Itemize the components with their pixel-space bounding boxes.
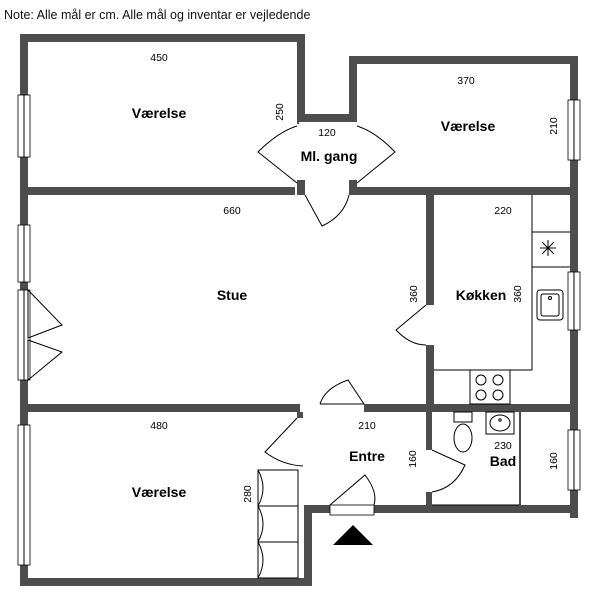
- room-label: Entre: [349, 448, 385, 464]
- room-label: Værelse: [132, 105, 187, 121]
- dimension-label: 360: [408, 285, 420, 303]
- dimension-label: 230: [494, 440, 512, 452]
- door-swing-icon: [304, 194, 350, 227]
- dimension-label: 360: [512, 285, 524, 303]
- window-icon: [567, 271, 581, 331]
- dimension-label: 210: [358, 420, 376, 432]
- door-swing-icon: [319, 379, 365, 405]
- plan-note: Note: Alle mål er cm. Alle mål og invent…: [4, 8, 311, 22]
- door-swing-icon: [257, 125, 396, 184]
- walls: [20, 34, 578, 586]
- door-swing-icon: [264, 417, 304, 467]
- room-label: Værelse: [132, 484, 187, 500]
- room-label: Bad: [490, 453, 516, 469]
- window-icon: [567, 99, 581, 161]
- washbasin-icon: [485, 411, 515, 435]
- dimension-label: 220: [494, 205, 512, 217]
- dimension-label: 160: [548, 452, 560, 470]
- window-icon: [17, 224, 31, 283]
- dimension-label: 280: [242, 485, 254, 503]
- room-label: Stue: [217, 287, 248, 303]
- entrance-arrow-icon: [333, 525, 373, 545]
- window-icon: [567, 429, 581, 491]
- kitchen-counter: [434, 195, 570, 371]
- wardrobe: [257, 469, 299, 579]
- room-labels: Værelse Ml. gang Værelse Stue Køkken Vær…: [132, 105, 516, 500]
- doors: [27, 125, 466, 516]
- fixtures: [257, 195, 570, 579]
- window-icon: [17, 94, 31, 158]
- door-swing-icon: [329, 474, 376, 516]
- door-swing-icon: [395, 304, 427, 346]
- room-label: Køkken: [456, 287, 507, 303]
- dimension-label: 480: [150, 420, 168, 432]
- door-swing-icon: [27, 288, 64, 382]
- dimension-label: 210: [548, 117, 560, 135]
- dimension-label: 160: [407, 450, 419, 468]
- dimension-label: 370: [457, 75, 475, 87]
- room-label: Ml. gang: [301, 148, 358, 164]
- window-icon: [17, 289, 31, 381]
- toilet-icon: [453, 411, 473, 453]
- dimension-label: 250: [274, 103, 286, 121]
- hood-icon: [540, 240, 556, 256]
- dimension-label: 450: [150, 52, 168, 64]
- door-swing-icon: [431, 449, 466, 493]
- dimension-label: 660: [223, 205, 241, 217]
- stove-icon: [469, 369, 511, 405]
- window-icon: [17, 424, 31, 566]
- sink-icon: [536, 289, 564, 321]
- room-label: Værelse: [441, 118, 496, 134]
- dimension-labels: 450 250 120 370 210 660 360 220 360 480 …: [150, 52, 560, 503]
- windows: [17, 94, 581, 566]
- dimension-label: 120: [318, 127, 336, 139]
